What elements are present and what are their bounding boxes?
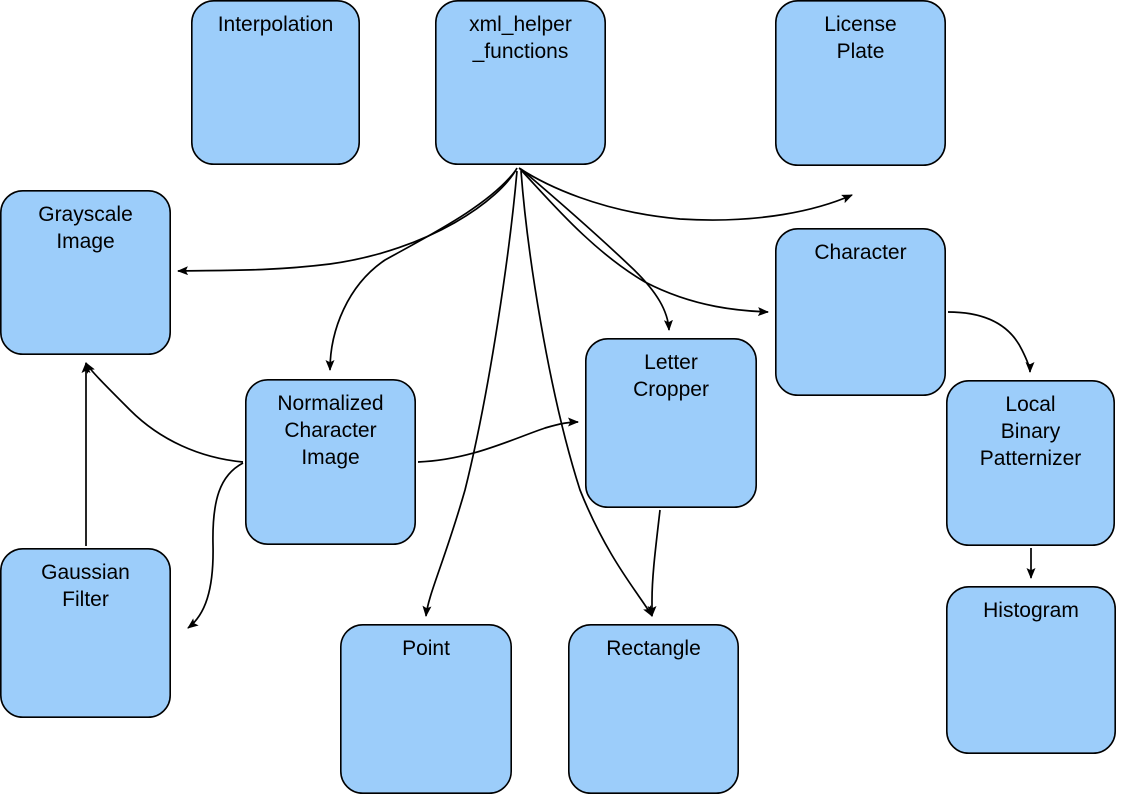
node-shape-grayscale_image[interactable]: [0, 190, 171, 355]
node-shape-lbp[interactable]: [945, 379, 1115, 546]
node-shape-license_plate[interactable]: [774, 0, 946, 166]
edge-character-to-lbp: [947, 311, 1035, 373]
node-rectangle[interactable]: Rectangle: [567, 623, 739, 794]
edge-xml-to-character: [519, 168, 769, 317]
edge-normalized-to-grayscale: [85, 362, 244, 463]
node-shape-gaussian_filter[interactable]: [0, 547, 171, 718]
node-character[interactable]: Character: [774, 228, 946, 396]
node-point[interactable]: Point: [339, 623, 512, 794]
edge-cropper-to-rectangle: [647, 509, 661, 617]
edge-normalized-to-gaussian: [187, 462, 244, 629]
node-shape-xml_helper[interactable]: [434, 0, 606, 165]
node-shape-character[interactable]: [774, 228, 946, 396]
edge-xml-to-grayscale: [177, 167, 518, 276]
edge-xml-to-point: [422, 170, 518, 617]
edge-xml-to-letter-cropper: [520, 168, 673, 331]
edge-xml-to-normalized: [325, 169, 517, 371]
node-shape-rectangle[interactable]: [567, 623, 739, 794]
edge-layer: [81, 167, 1036, 629]
node-shape-point[interactable]: [339, 623, 512, 794]
edge-xml-to-rectangle: [520, 170, 653, 617]
node-shape-histogram[interactable]: [945, 585, 1116, 754]
node-interpolation[interactable]: Interpolation: [191, 0, 360, 165]
edge-xml-to-license-plate: [518, 167, 853, 221]
node-shape-letter_cropper[interactable]: [584, 337, 757, 508]
node-shape-interpolation[interactable]: [191, 0, 360, 165]
node-histogram[interactable]: Histogram: [945, 585, 1116, 754]
node-shape-normalized_char[interactable]: [245, 378, 416, 545]
node-xml_helper[interactable]: xml_helper_functions: [434, 0, 606, 165]
edge-normalized-to-cropper: [417, 417, 579, 463]
